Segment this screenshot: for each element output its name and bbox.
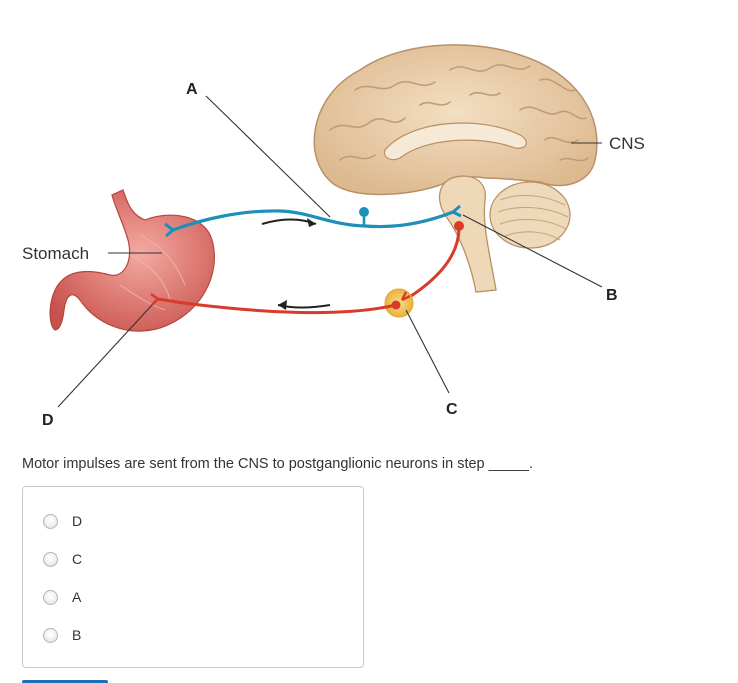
corpus-callosum [383, 122, 527, 161]
sensory-neuron [164, 204, 462, 238]
brainstem [438, 175, 497, 293]
label-b: B [606, 287, 618, 304]
leader-lines [57, 95, 603, 408]
label-c: C [446, 401, 458, 418]
cerebellum [489, 181, 571, 249]
option-label: D [72, 513, 83, 529]
option-d[interactable]: D [43, 509, 82, 533]
radio-button[interactable] [43, 627, 58, 643]
radio-button[interactable] [43, 513, 58, 529]
brain-gyri [329, 64, 589, 162]
option-a[interactable]: A [43, 585, 81, 609]
autonomic-reflex-diagram: A B C D Stomach CNS [22, 44, 645, 429]
submit-button-edge[interactable] [22, 680, 108, 683]
option-b[interactable]: B [43, 623, 81, 647]
label-stomach: Stomach [22, 244, 89, 263]
stomach-illustration [49, 189, 215, 332]
flow-arrows [261, 218, 331, 310]
option-label: C [72, 551, 83, 567]
arrow-right-icon [307, 218, 316, 227]
label-d: D [42, 412, 54, 429]
radio-button[interactable] [43, 551, 58, 567]
label-a: A [186, 81, 198, 98]
option-c[interactable]: C [43, 547, 82, 571]
brain-illustration [313, 44, 598, 293]
option-label: A [72, 589, 82, 605]
sensory-cell-body [359, 207, 369, 217]
arrow-left-icon [278, 300, 287, 310]
answer-options: D C A B [22, 486, 364, 668]
option-label: B [72, 627, 82, 643]
label-cns: CNS [609, 134, 645, 153]
radio-button[interactable] [43, 589, 58, 605]
question-text: Motor impulses are sent from the CNS to … [22, 456, 533, 472]
cerebellum-folia [497, 194, 569, 241]
